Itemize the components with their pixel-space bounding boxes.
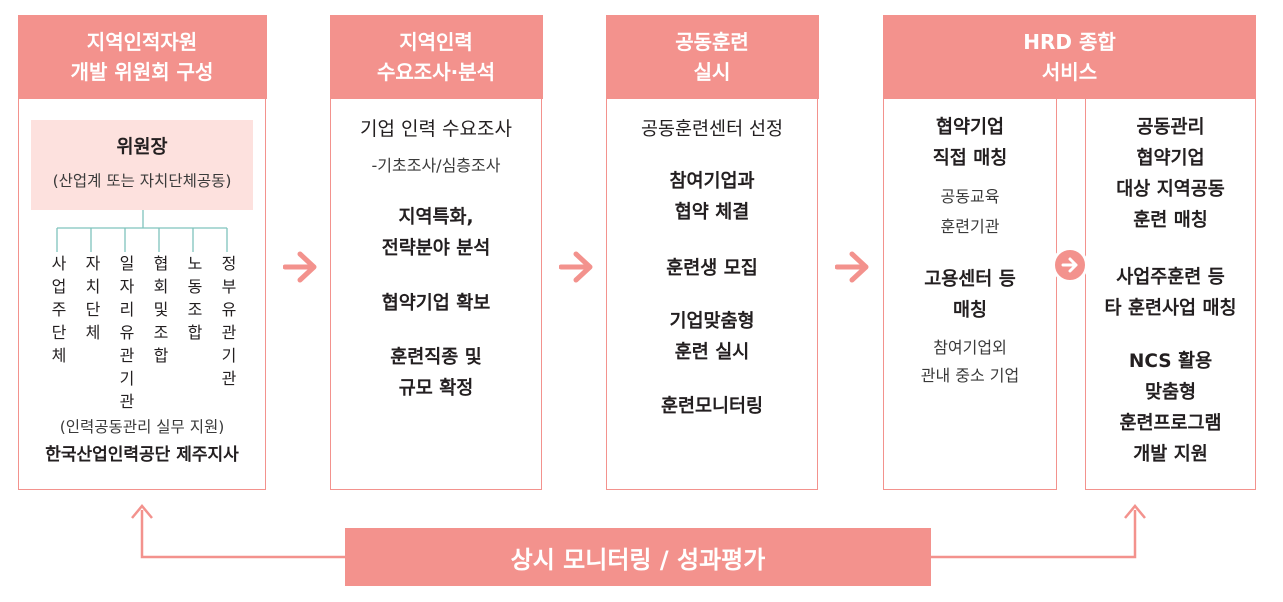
arrow-right-icon: [559, 251, 593, 283]
feedback-arrow-left: [140, 510, 345, 559]
strategic-analysis: 지역특화, 전략분야 분석: [381, 207, 491, 259]
joint-training-box: 공동훈련 실시 공동훈련센터 선정 참여기업과 협약 체결 훈련생 모집 기업맞…: [605, 14, 819, 490]
feedback-arrow-right: [931, 510, 1137, 559]
survey-box: 지역인력 수요조사·분석 기업 인력 수요조사 -기초조사/심층조사 지역특화,…: [329, 14, 543, 490]
joint-training-header: 공동훈련 실시: [605, 14, 819, 99]
survey-header: 지역인력 수요조사·분석: [329, 14, 543, 99]
chair-panel: 위원장 (산업계 또는 자치단체공동): [31, 120, 253, 210]
arrow-right-icon: [283, 251, 317, 283]
chair-title: 위원장: [116, 137, 168, 158]
training-monitoring: 훈련모니터링: [660, 396, 764, 417]
direct-matching: 협약기업 직접 매칭: [932, 117, 1008, 169]
support-note: (인력공동관리 실무 지원): [59, 418, 225, 436]
direct-matching-sub: 공동교육 훈련기관: [940, 187, 1000, 236]
custom-training: 기업맞춤형 훈련 실시: [669, 311, 755, 363]
center-selection: 공동훈련센터 선정: [640, 119, 784, 140]
partner-agreement: 참여기업과 협약 체결: [669, 171, 755, 223]
arrow-circle-icon: [1052, 247, 1088, 283]
joint-partner-matching: 공동관리 협약기업 대상 지역공동 훈련 매칭: [1116, 117, 1225, 231]
employment-center-matching: 고용센터 등 매칭: [924, 269, 1016, 321]
secure-partners: 협약기업 확보: [381, 293, 491, 314]
other-program-matching: 사업주훈련 등 타 훈련사업 매칭: [1104, 267, 1237, 319]
trainee-recruitment: 훈련생 모집: [666, 258, 758, 279]
feedback-arrowhead-left: [131, 504, 153, 519]
monitoring-evaluation-bar: 상시 모니터링 / 성과평가: [345, 528, 931, 586]
committee-header: 지역인적자원 개발 위원회 구성: [17, 14, 267, 99]
employment-center-sub: 참여기업외 관내 중소 기업: [920, 338, 1020, 385]
arrow-right-icon: [835, 251, 869, 283]
demand-survey-sub: -기초조사/심층조사: [371, 156, 501, 175]
feedback-arrowhead-right: [1124, 504, 1146, 519]
support-org: 한국산업인력공단 제주지사: [45, 445, 239, 465]
decide-training-scale: 훈련직종 및 규모 확정: [390, 347, 482, 399]
ncs-program-support: NCS 활용 맞춤형 훈련프로그램 개발 지원: [1119, 351, 1222, 465]
chair-subtitle: (산업계 또는 자치단체공동): [52, 172, 232, 190]
hrd-header: HRD 종합 서비스: [883, 15, 1256, 99]
demand-survey: 기업 인력 수요조사: [360, 118, 512, 140]
org-connectors: [56, 210, 228, 252]
